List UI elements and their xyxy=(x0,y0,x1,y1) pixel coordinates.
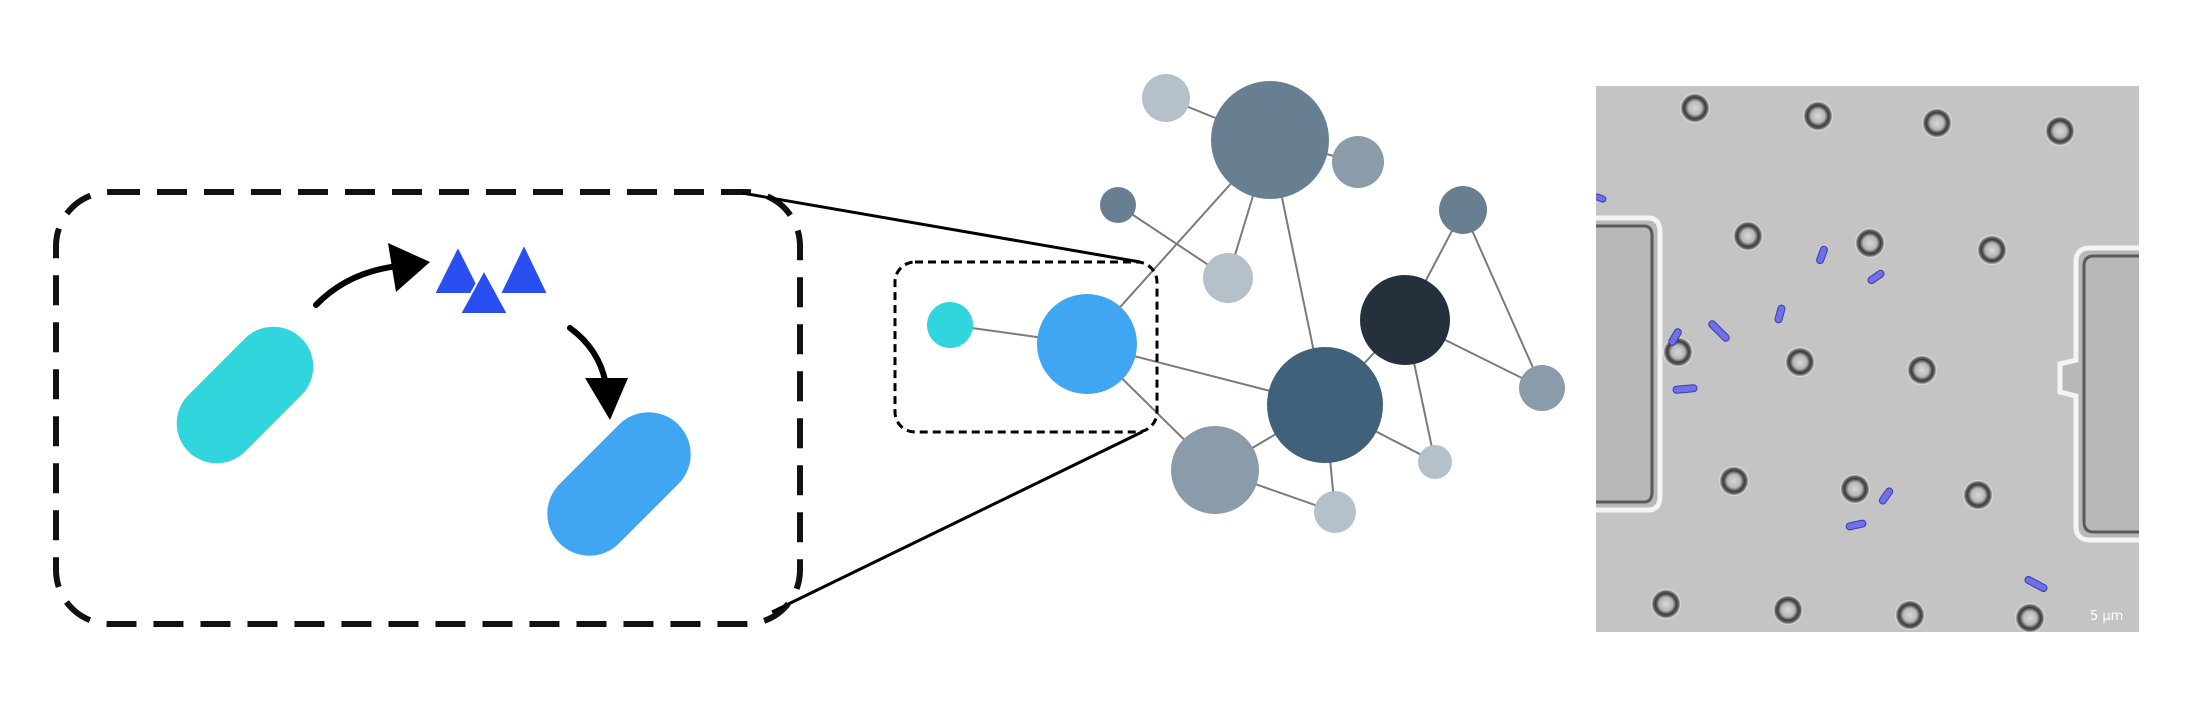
node-receiver xyxy=(1037,294,1137,394)
producer-cell xyxy=(176,326,314,464)
node-hub-mid xyxy=(1267,347,1383,463)
inset-frame xyxy=(53,189,803,627)
node-light-top-left xyxy=(1142,74,1190,122)
uptake-arrow xyxy=(567,325,609,388)
bacteria xyxy=(1596,193,2048,592)
network-nodes xyxy=(927,74,1565,533)
chamber-wall-right-shadow xyxy=(2082,254,2139,534)
chamber-wall-left-shadow xyxy=(1596,224,1654,504)
zoom-line-top xyxy=(741,191,1141,264)
node-producer xyxy=(927,302,973,348)
receiver-cell xyxy=(547,412,691,556)
node-light-mid xyxy=(1203,253,1253,303)
node-gray-bottom xyxy=(1171,426,1259,514)
chamber-wall-left xyxy=(1596,215,1663,513)
chamber-wall-right xyxy=(2057,245,2139,543)
uptake-arrowhead-icon xyxy=(585,378,628,420)
inset-panel xyxy=(53,189,803,627)
node-gray-far-right xyxy=(1519,365,1565,411)
node-gray-top-right xyxy=(1332,136,1384,188)
network-panel xyxy=(893,74,1565,533)
node-light-small-right xyxy=(1418,445,1452,479)
network-zoom-box xyxy=(893,260,1159,434)
scale-bar-label: 5 μm xyxy=(2090,609,2123,624)
node-small-slate xyxy=(1100,187,1136,223)
node-slate-right xyxy=(1439,186,1487,234)
microscopy-panel: 5 μm xyxy=(1596,86,2139,632)
pillar-array xyxy=(1651,93,2075,632)
node-light-bottom xyxy=(1314,491,1356,533)
node-hub-slate xyxy=(1211,81,1329,199)
secretion-arrow xyxy=(313,263,401,308)
zoom-line-bottom xyxy=(771,430,1143,614)
secretion-arrowhead-icon xyxy=(388,243,430,292)
signal-molecules-icon xyxy=(432,241,550,315)
node-hub-dark xyxy=(1360,275,1450,365)
